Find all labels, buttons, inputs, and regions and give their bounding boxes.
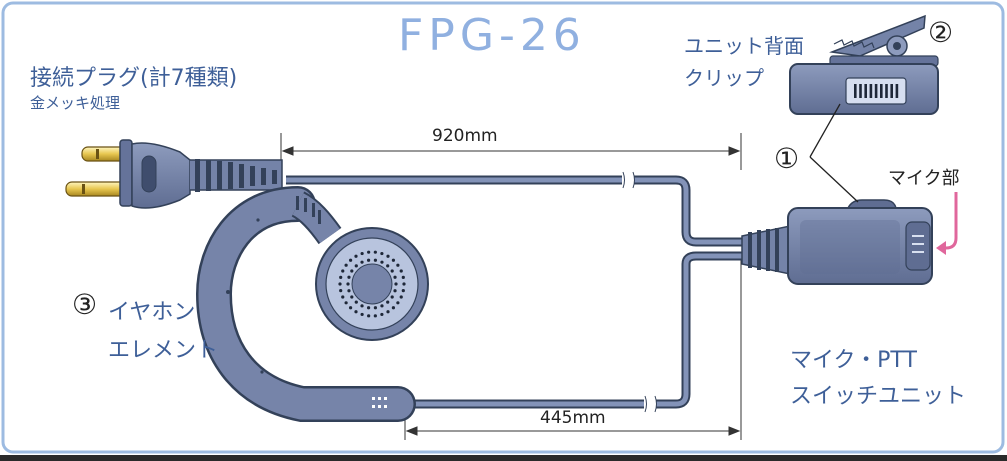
clip-slot [864,84,867,98]
speaker-hole [341,269,345,273]
speaker-hole [354,300,358,304]
clip-slot [890,84,893,98]
dimension-line-bottom [404,255,742,440]
speaker-hole [339,289,343,293]
clip-slot [854,84,857,98]
bottom-border [0,455,1007,461]
mic-arrow-icon [936,192,958,255]
speaker-hole [347,289,351,293]
speaker-hole [350,269,354,273]
speaker-hole [396,263,400,267]
mic-label: マイク部 [888,168,960,189]
speaker-hole [373,258,378,262]
earphone-element [195,186,429,422]
speaker-hole [348,258,353,262]
clip-slot [880,84,883,98]
speaker-hole [360,312,364,317]
speaker-hole [360,251,364,256]
clip-slot [895,84,899,98]
clip-label-line2: クリップ [684,66,764,90]
plug-label: 接続プラグ(計7種類) [30,66,238,91]
speaker-hole [386,264,390,268]
speaker-hole [391,258,396,262]
speaker-hole [401,275,405,279]
clip-slot [859,84,862,98]
top-dimension-label: 920mm [432,126,498,146]
speaker-hole [367,250,371,254]
speaker-hole [367,314,371,318]
back-clip [789,14,939,115]
speaker-hole [394,282,398,286]
speaker-hole [402,282,406,286]
speaker-hole [390,295,394,299]
lower-cable [398,251,750,413]
speaker-hole [366,306,371,310]
speaker-hole [348,306,353,310]
unit-marker: ① [774,142,800,175]
speaker-hole [386,254,390,258]
outer-frame [1,1,1005,454]
plug-sublabel: 金メッキ処理 [30,94,121,112]
speaker-hole [339,275,343,279]
speaker-hole [346,282,350,286]
speaker-hole [344,263,348,267]
speaker-hole [360,260,364,264]
speaker-hole [380,312,384,317]
leader-lines [809,103,859,203]
speaker-hole [380,251,384,256]
speaker-hole [390,269,394,273]
speaker-hole [380,304,384,308]
speaker-hole [373,314,377,318]
speaker-hole [347,275,351,279]
bottom-dimension-label: 445mm [540,408,606,428]
speaker-hole [396,301,400,305]
speaker-hole [393,289,397,293]
speaker-hole [338,282,342,286]
speaker-hole [380,260,384,264]
speaker-hole [354,310,358,314]
speaker-hole [373,250,377,254]
earphone-label-line2: エレメント [108,338,219,363]
speaker-hole [386,300,390,304]
connector-plug [65,139,283,209]
speaker-hole [366,258,371,262]
earphone-label-line1: イヤホン [108,300,196,325]
speaker-hole [393,275,397,279]
speaker-hole [354,254,358,258]
speaker-hole [391,306,396,310]
speaker-hole [373,306,378,310]
speaker-hole [354,264,358,268]
speaker-hole [401,289,405,293]
speaker-hole [386,310,390,314]
unit-label-line2: スイッチユニット [790,384,967,409]
speaker-hole [399,269,403,273]
speaker-hole [360,304,364,308]
clip-marker: ② [928,16,954,49]
mic-ptt-unit [741,199,933,285]
speaker-hole [399,295,403,299]
speaker-hole [341,295,345,299]
unit-label-line1: マイク・PTT [790,348,917,373]
clip-slot [885,84,888,98]
speaker-hole [350,295,354,299]
upper-cable [286,171,750,247]
clip-slot [869,84,873,98]
product-title: FPG-26 [398,10,586,61]
clip-label-line1: ユニット背面 [684,34,804,58]
earphone-marker: ③ [72,288,98,321]
clip-slot [874,84,878,98]
speaker-hole [344,301,348,305]
